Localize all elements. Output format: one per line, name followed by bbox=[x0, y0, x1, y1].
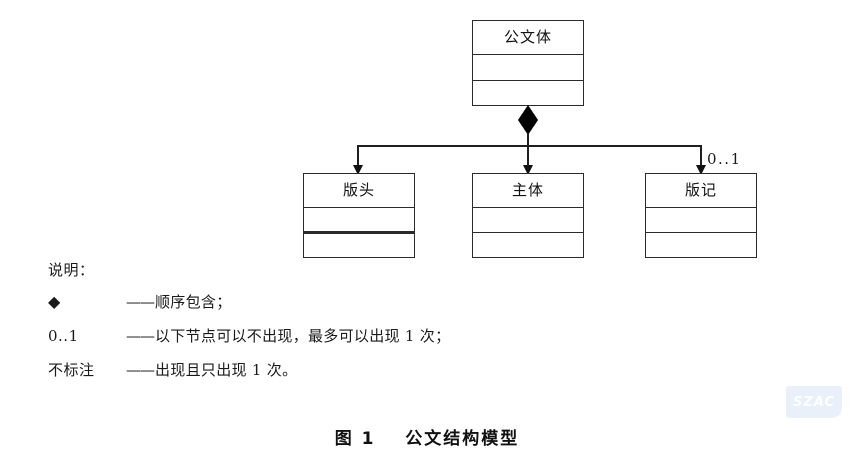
uml-node-root-compartment-2 bbox=[473, 55, 583, 81]
uml-node-record-title: 版记 bbox=[646, 174, 756, 208]
uml-node-record-compartment-2 bbox=[646, 208, 756, 233]
connector-branch-1 bbox=[357, 145, 359, 168]
uml-node-banner-head-compartment-3 bbox=[304, 234, 414, 257]
diamond-lower-half bbox=[518, 120, 538, 135]
legend-item-diamond: ◆ —— 顺序包含； bbox=[48, 285, 608, 319]
legend-heading: 说明： bbox=[48, 261, 95, 279]
uml-node-root-title: 公文体 bbox=[473, 21, 583, 55]
figure-caption: 图 1 公文结构模型 bbox=[0, 424, 854, 449]
legend-item-zero-one: 0..1 —— 以下节点可以不出现，最多可以出现 1 次； bbox=[48, 319, 608, 353]
legend-text-1: 顺序包含； bbox=[155, 293, 232, 311]
uml-node-main-body-compartment-3 bbox=[473, 233, 583, 257]
arrow-head-1 bbox=[353, 165, 363, 175]
connector-stem bbox=[527, 133, 529, 146]
arrow-head-3 bbox=[696, 165, 706, 175]
uml-node-banner-head-compartment-2 bbox=[304, 208, 414, 234]
legend-key-unmarked: 不标注 bbox=[48, 361, 95, 379]
diamond-upper-half bbox=[518, 105, 538, 120]
uml-node-record[interactable]: 版记 bbox=[645, 173, 757, 258]
figure-caption-title: 公文结构模型 bbox=[405, 429, 520, 449]
figure-caption-number: 图 1 bbox=[334, 429, 376, 449]
uml-node-banner-head-title: 版头 bbox=[304, 174, 414, 208]
uml-node-root-compartment-3 bbox=[473, 81, 583, 106]
legend-dash-1: —— bbox=[126, 293, 155, 311]
arrow-head-2 bbox=[523, 165, 533, 175]
legend-key-diamond-icon: ◆ bbox=[48, 292, 61, 311]
multiplicity-label-0-1: 0..1 bbox=[707, 150, 742, 168]
connector-branch-3 bbox=[700, 145, 702, 168]
legend-text-2: 以下节点可以不出现，最多可以出现 1 次； bbox=[155, 327, 451, 345]
connector-branch-2 bbox=[527, 145, 529, 168]
legend: 说明： ◆ —— 顺序包含； 0..1 —— 以下节点可以不出现，最多可以出现 … bbox=[48, 255, 608, 387]
legend-text-3: 出现且只出现 1 次。 bbox=[155, 361, 298, 379]
uml-node-main-body-compartment-2 bbox=[473, 208, 583, 233]
uml-node-record-compartment-3 bbox=[646, 233, 756, 257]
uml-node-root[interactable]: 公文体 bbox=[472, 20, 584, 106]
watermark-logo: SZAC bbox=[786, 386, 842, 418]
uml-node-main-body[interactable]: 主体 bbox=[472, 173, 584, 258]
legend-dash-3: —— bbox=[126, 361, 155, 379]
legend-item-unmarked: 不标注 —— 出现且只出现 1 次。 bbox=[48, 353, 608, 387]
uml-node-banner-head[interactable]: 版头 bbox=[303, 173, 415, 258]
legend-dash-2: —— bbox=[126, 327, 155, 345]
connector-bus bbox=[357, 145, 702, 147]
legend-key-zero-one: 0..1 bbox=[48, 327, 79, 345]
composition-diamond bbox=[518, 105, 538, 135]
uml-node-main-body-title: 主体 bbox=[473, 174, 583, 208]
